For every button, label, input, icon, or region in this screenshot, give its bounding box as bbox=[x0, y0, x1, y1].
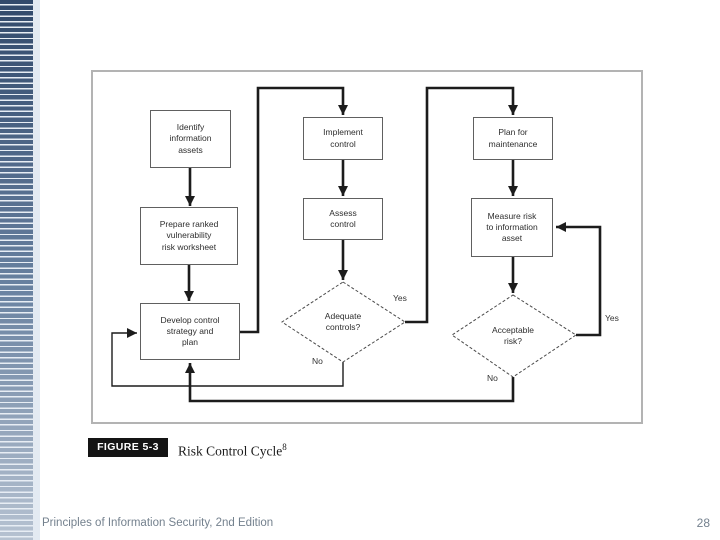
flowchart-node-measure-risk: Measure risk to information asset bbox=[471, 198, 553, 257]
flowchart-node-prepare-ranked-worksheet: Prepare ranked vulnerability risk worksh… bbox=[140, 207, 238, 265]
figure-caption-title: Risk Control Cycle8 bbox=[178, 437, 287, 459]
decision-diamond-acceptable bbox=[451, 294, 577, 378]
figure-caption-title-text: Risk Control Cycle bbox=[178, 443, 283, 459]
edge-label-acceptable-yes: Yes bbox=[605, 313, 619, 323]
connector-develop-to-implement bbox=[240, 86, 348, 334]
flowchart-node-assess-control: Assess control bbox=[303, 198, 383, 240]
edge-label-adequate-no: No bbox=[312, 356, 323, 366]
decision-label-adequate-controls: Adequate controls? bbox=[324, 311, 362, 332]
sidebar-stripes-decoration bbox=[0, 0, 33, 540]
connector-adequate-no-to-develop bbox=[111, 328, 344, 387]
page-number: 28 bbox=[696, 516, 710, 530]
edge-label-adequate-yes: Yes bbox=[393, 293, 407, 303]
decision-diamond-adequate bbox=[281, 281, 406, 363]
figure-caption-footnote-ref: 8 bbox=[282, 442, 287, 452]
flowchart-node-develop-control-strategy: Develop control strategy and plan bbox=[140, 303, 240, 360]
footer-book-title: Principles of Information Security, 2nd … bbox=[42, 517, 274, 529]
edge-label-acceptable-no: No bbox=[487, 373, 498, 383]
connector-adequate-yes-to-plan bbox=[405, 86, 518, 324]
figure-panel: Identify information assets Implement co… bbox=[91, 70, 643, 424]
figure-caption-badge: FIGURE 5-3 bbox=[88, 438, 168, 457]
decision-label-acceptable-risk: Acceptable risk? bbox=[491, 325, 535, 346]
flowchart-node-plan-for-maintenance: Plan for maintenance bbox=[473, 117, 553, 160]
sidebar-edge-decoration bbox=[33, 0, 40, 540]
flowchart-node-identify-information-assets: Identify information assets bbox=[150, 110, 231, 168]
connector-acceptable-no-to-develop bbox=[185, 363, 515, 403]
flowchart-connectors-svg bbox=[111, 86, 602, 403]
flowchart-node-implement-control: Implement control bbox=[303, 117, 383, 160]
connector-acceptable-yes-to-measure bbox=[556, 222, 602, 337]
